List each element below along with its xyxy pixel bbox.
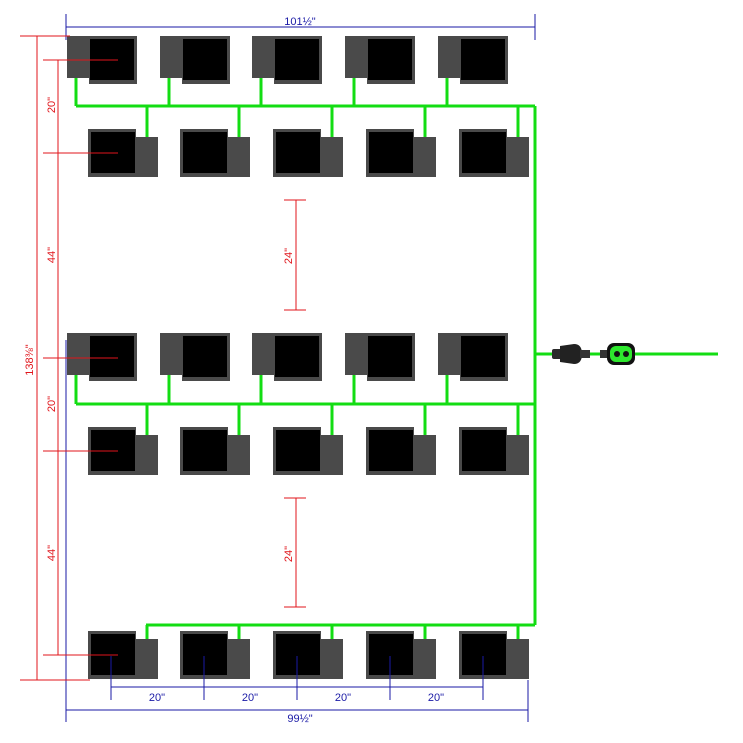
pot-spacing-label-4: 20" <box>428 692 444 704</box>
pot-reservoir <box>183 634 227 675</box>
pot-reservoir <box>462 132 506 173</box>
pot-unit <box>252 333 322 381</box>
total-height-label: 138⅜" <box>24 344 36 376</box>
pot-unit <box>88 631 158 679</box>
pot-unit <box>459 427 529 475</box>
hose-connector-icon <box>552 344 590 364</box>
pot-unit <box>438 36 508 84</box>
pot-reservoir <box>368 336 412 377</box>
pot-spacing-label-1: 20" <box>149 692 165 704</box>
left-dim-label-4: 44" <box>46 545 58 561</box>
left-dim-label-1: 20" <box>46 97 58 113</box>
pot-reservoir <box>369 132 413 173</box>
pot-unit <box>459 631 529 679</box>
pot-unit <box>345 333 415 381</box>
pot-reservoir <box>368 39 412 80</box>
pot-unit <box>438 333 508 381</box>
dimension-lines <box>20 14 536 722</box>
pot-unit <box>273 129 343 177</box>
pot-reservoir <box>462 430 506 471</box>
pot-reservoir <box>183 336 227 377</box>
bottom-width-label: 99½" <box>287 713 312 725</box>
pot-unit <box>366 129 436 177</box>
pot-reservoir <box>369 634 413 675</box>
dimension-labels: 101½" 99½" 138⅜" 20" 44" 20" 44" 24" 24"… <box>24 16 444 725</box>
pot-unit <box>180 129 250 177</box>
pot-reservoir <box>276 430 320 471</box>
pot-unit <box>67 333 137 381</box>
pot-unit <box>366 631 436 679</box>
pot-unit <box>252 36 322 84</box>
pot-grid <box>67 36 529 679</box>
pot-reservoir <box>461 336 505 377</box>
top-width-label: 101½" <box>284 16 316 28</box>
pot-unit <box>273 427 343 475</box>
pot-reservoir <box>183 39 227 80</box>
left-dim-label-3: 20" <box>46 396 58 412</box>
pot-reservoir <box>275 336 319 377</box>
pot-reservoir <box>461 39 505 80</box>
water-timer-icon <box>600 343 635 365</box>
pot-reservoir <box>90 336 134 377</box>
pot-unit <box>160 36 230 84</box>
pot-unit <box>160 333 230 381</box>
pot-unit <box>345 36 415 84</box>
feed-fittings <box>537 343 718 365</box>
left-dim-label-2: 44" <box>46 247 58 263</box>
pot-unit <box>180 427 250 475</box>
pot-unit <box>459 129 529 177</box>
pot-unit <box>180 631 250 679</box>
pot-reservoir <box>369 430 413 471</box>
row-gap-label-1: 24" <box>283 248 295 264</box>
pot-reservoir <box>276 634 320 675</box>
pot-reservoir <box>183 430 227 471</box>
pot-unit <box>366 427 436 475</box>
pot-reservoir <box>275 39 319 80</box>
pot-spacing-label-2: 20" <box>242 692 258 704</box>
pot-reservoir <box>462 634 506 675</box>
row-gap-label-2: 24" <box>283 546 295 562</box>
pot-reservoir <box>276 132 320 173</box>
pot-reservoir <box>183 132 227 173</box>
pot-unit <box>273 631 343 679</box>
pot-spacing-label-3: 20" <box>335 692 351 704</box>
